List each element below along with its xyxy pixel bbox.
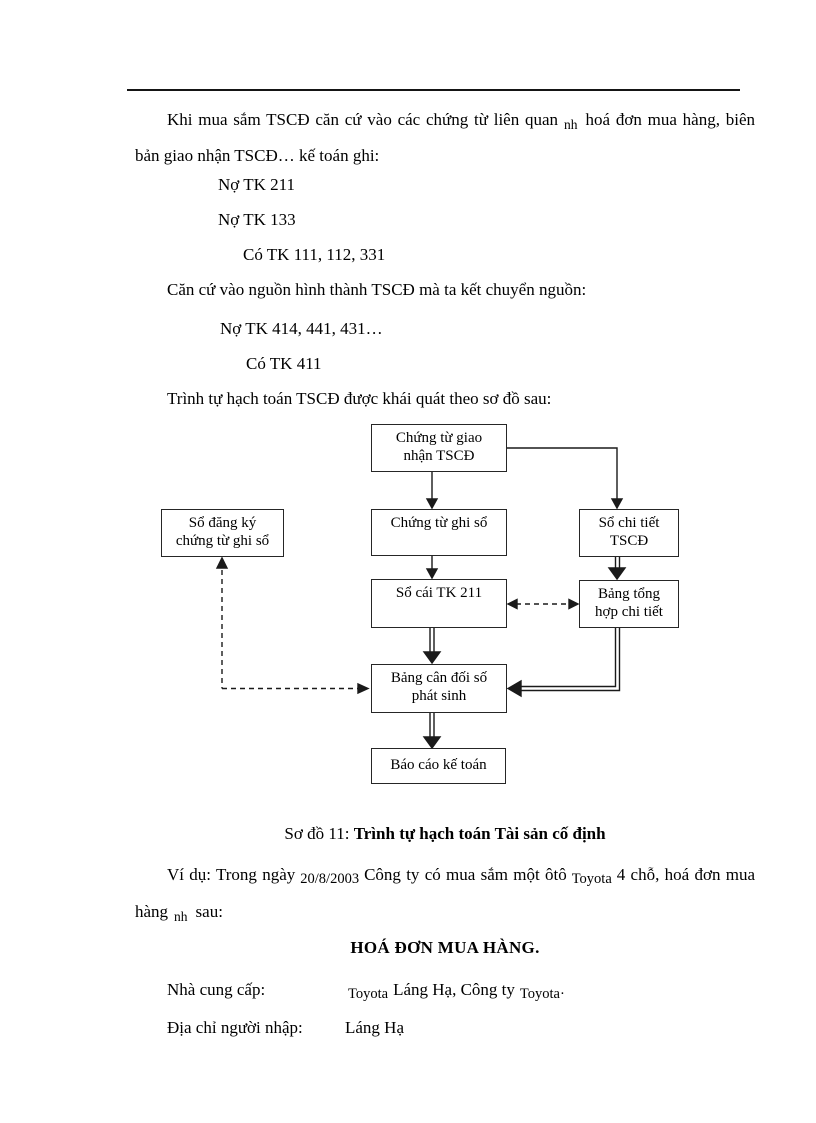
invoice-title: HOÁ ĐƠN MUA HÀNG. bbox=[350, 938, 540, 957]
example-text-b: Công ty có mua sắm một ôtô bbox=[364, 865, 567, 884]
example-text-e: sau: bbox=[195, 902, 223, 921]
flowchart-box-chung-tu-ghi-so: Chứng từ ghi sổ bbox=[371, 509, 507, 556]
header-rule bbox=[127, 89, 740, 91]
arrowhead-socai-left bbox=[506, 598, 518, 610]
invoice-row-address: Địa chỉ người nhập: Láng Hạ bbox=[0, 1018, 816, 1042]
box-label-line1: Bảng tổng bbox=[597, 586, 661, 602]
flowchart-box-bang-can-doi: Bảng cân đối số phát sinh bbox=[371, 664, 507, 713]
arrow-tonghop-to-candoi-inner bbox=[521, 628, 617, 688]
diagram-caption: Sơ đồ 11: Trình tự hạch toán Tài sản cố … bbox=[135, 824, 755, 844]
arrow-tonghop-to-candoi-outer bbox=[521, 628, 621, 692]
flowchart-tscd: tong hop (dashed both ends) --> bbox=[0, 415, 816, 795]
box-label-line1: Chứng từ giao bbox=[395, 430, 483, 446]
address-value: Láng Hạ bbox=[345, 1018, 405, 1037]
paragraph-can-cu: Căn cứ vào nguồn hình thành TSCĐ mà ta k… bbox=[167, 280, 587, 299]
example-text-c: 4 chỗ, hoá đơn mua hàng bbox=[135, 865, 755, 921]
box-label-line1: Báo cáo kế toán bbox=[390, 757, 487, 773]
arrowhead-ghiso-to-socai bbox=[425, 568, 439, 580]
intro-text-b: hoá đơn mua hàng, biên bản giao nhận TSC… bbox=[135, 110, 755, 165]
flowchart-box-so-cai-tk-211: Sổ cái TK 211 bbox=[371, 579, 507, 628]
example-text-a: Ví dụ: Trong ngày bbox=[167, 865, 296, 884]
example-date: 20/8/2003 bbox=[300, 871, 360, 887]
supplier-brand-2: Toyota· bbox=[519, 986, 565, 1002]
intro-text-a: Khi mua sắm TSCĐ căn cứ vào các chứng từ… bbox=[167, 110, 559, 129]
box-label-line2: phát sinh bbox=[411, 688, 467, 704]
arrowhead-tonghop-to-candoi bbox=[506, 679, 522, 698]
journal-entry-no-tk-211: Nợ TK 211 bbox=[218, 175, 295, 194]
caption-prefix: Sơ đồ 11: bbox=[284, 824, 354, 843]
flowchart-box-bao-cao-ke-toan: Báo cáo kế toán bbox=[371, 748, 506, 784]
arrow-giaonhan-to-chitiet bbox=[507, 447, 618, 501]
box-label-line1: Chứng từ ghi sổ bbox=[390, 515, 488, 531]
journal-entry-co-tk-411: Có TK 411 bbox=[246, 354, 322, 373]
caption-title: Trình tự hạch toán Tài sản cố định bbox=[353, 824, 606, 843]
box-label-line1: Sổ chi tiết bbox=[598, 515, 660, 531]
example-brand: Toyota bbox=[571, 871, 612, 887]
journal-entry-no-tk-414: Nợ TK 414, 441, 431… bbox=[220, 319, 383, 338]
arrowhead-tonghop-right bbox=[568, 598, 580, 610]
paragraph-intro: Khi mua sắm TSCĐ căn cứ vào các chứng từ… bbox=[135, 102, 755, 173]
flowchart-arrows: tong hop (dashed both ends) --> bbox=[215, 447, 627, 750]
box-label-line2: TSCĐ bbox=[609, 533, 649, 549]
flowchart-box-chung-tu-giao-nhan: Chứng từ giao nhận TSCĐ bbox=[371, 424, 507, 472]
box-label-line1: Bảng cân đối số bbox=[390, 670, 488, 686]
flowchart-box-bang-tong-hop: Bảng tổng hợp chi tiết bbox=[579, 580, 679, 628]
box-label-line2: nhận TSCĐ bbox=[403, 448, 475, 464]
arrowhead-to-dangky-up bbox=[215, 556, 229, 569]
flowchart-box-so-dang-ky: Sổ đăng ký chứng từ ghi sổ bbox=[161, 509, 284, 557]
supplier-brand-1: Toyota bbox=[348, 986, 389, 1002]
arrowhead-socai-to-candoi bbox=[422, 651, 442, 665]
supplier-label: Nhà cung cấp: bbox=[167, 980, 266, 999]
intro-subscript-nh: nh bbox=[564, 117, 578, 132]
box-label-line2: hợp chi tiết bbox=[595, 604, 663, 620]
arrowhead-candoi-to-baocao bbox=[422, 736, 442, 750]
box-label-line2: chứng từ ghi sổ bbox=[175, 533, 270, 549]
box-label-line1: Sổ cái TK 211 bbox=[395, 585, 483, 601]
example-subscript-nh: nh bbox=[174, 909, 188, 924]
supplier-main: Láng Hạ, Công ty bbox=[393, 980, 515, 999]
journal-entry-no-tk-133: Nợ TK 133 bbox=[218, 210, 296, 229]
journal-entry-co-tk-111: Có TK 111, 112, 331 bbox=[243, 245, 386, 264]
arrowhead-dangky-to-candoi bbox=[357, 682, 370, 695]
address-label: Địa chỉ người nhập: bbox=[167, 1018, 303, 1037]
paragraph-trinh-tu: Trình tự hạch toán TSCĐ được khái quát t… bbox=[167, 389, 552, 408]
arrowhead-giaonhan-to-chitiet bbox=[610, 498, 624, 510]
box-label-line1: Sổ đăng ký bbox=[188, 515, 257, 531]
arrowhead-chitiet-to-tonghop bbox=[607, 567, 627, 581]
arrowhead-giaonhan-to-ghiso bbox=[425, 498, 439, 510]
flowchart-box-so-chi-tiet: Sổ chi tiết TSCĐ bbox=[579, 509, 679, 557]
